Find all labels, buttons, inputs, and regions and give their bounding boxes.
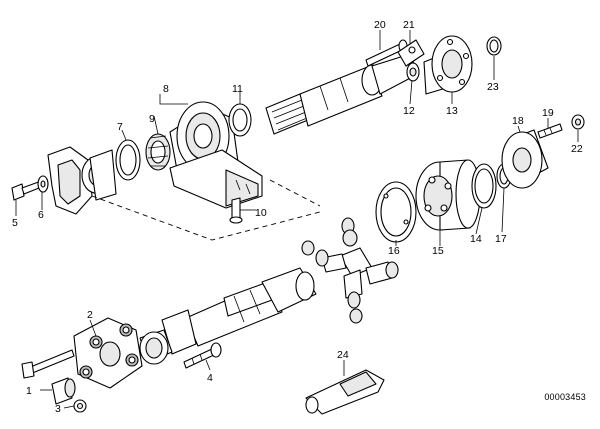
grease-tube-24 [305, 369, 385, 415]
callout-2: 2 [87, 309, 93, 321]
callout-14: 14 [470, 233, 482, 245]
callout-18: 18 [512, 115, 524, 127]
centering-flange-18 [501, 129, 549, 189]
callout-11: 11 [232, 83, 243, 95]
driveshaft-rear-tube [139, 267, 317, 365]
callout-9: 9 [149, 113, 155, 125]
front-flange-assembly [11, 146, 117, 215]
bearing-9 [145, 133, 171, 171]
callout-7: 7 [117, 121, 123, 133]
callout-20: 20 [374, 19, 386, 31]
callout-3: 3 [55, 403, 61, 415]
cv-joint-15 [415, 159, 481, 231]
callout-24: 24 [337, 349, 349, 361]
callout-10: 10 [255, 207, 267, 219]
nut-3 [73, 399, 87, 413]
callout-13: 13 [446, 105, 458, 117]
callout-4: 4 [207, 372, 213, 384]
boot-16 [375, 181, 417, 243]
ring-7 [115, 139, 141, 181]
ring-23 [486, 36, 502, 56]
leader-lines [15, 30, 579, 409]
callout-16: 16 [388, 245, 400, 257]
flex-disc-2 [73, 317, 143, 389]
bolt-left [21, 349, 75, 379]
callout-21: 21 [403, 19, 415, 31]
callout-8: 8 [163, 83, 169, 95]
callout-12: 12 [403, 105, 415, 117]
callout-labels: 1 2 3 4 5 6 7 8 9 10 11 12 13 14 15 16 1… [12, 19, 583, 415]
assembly-line [91, 195, 321, 241]
callout-17: 17 [495, 233, 507, 245]
flange-13 [423, 35, 473, 95]
nut-12 [406, 62, 420, 82]
sleeve-1 [51, 377, 76, 405]
callout-22: 22 [571, 143, 583, 155]
screw-19 [537, 123, 563, 139]
callout-19: 19 [542, 107, 554, 119]
center-bearing-8 [169, 101, 263, 209]
bolt-4 [183, 342, 222, 369]
callout-6: 6 [38, 209, 44, 221]
assembly-line [269, 179, 321, 207]
driveshaft-front-tube [265, 53, 419, 135]
nut-22 [571, 114, 585, 130]
ring-14 [471, 163, 497, 209]
callout-23: 23 [487, 81, 499, 93]
callout-15: 15 [432, 245, 444, 257]
diagram-code: 00003453 [544, 392, 586, 402]
callout-5: 5 [12, 217, 18, 229]
universal-joint-spider [301, 217, 399, 324]
bolt-10 [229, 197, 243, 224]
ring-11 [228, 103, 252, 137]
callout-1: 1 [26, 385, 32, 397]
